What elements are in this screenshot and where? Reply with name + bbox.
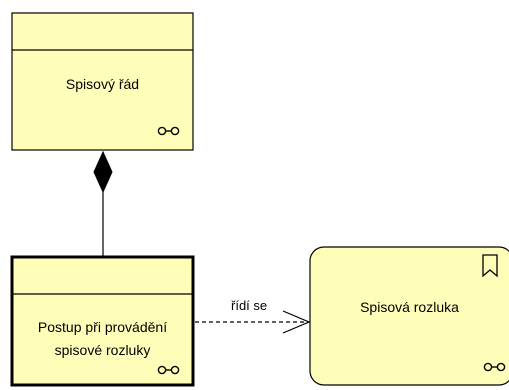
node-label-postup-line1: Postup při provádění bbox=[37, 319, 168, 335]
node-label-postup-line2: spisové rozluky bbox=[54, 342, 151, 358]
node-postup[interactable] bbox=[10, 255, 195, 387]
dashed-arrow-edge[interactable] bbox=[195, 310, 311, 334]
node-label-spisovy-rad: Spisový řád bbox=[65, 76, 140, 92]
node-spisovy-rad[interactable] bbox=[11, 12, 194, 151]
edge-label-ridi-se: řídí se bbox=[231, 298, 268, 313]
meaning-icon bbox=[157, 126, 180, 136]
meaning-icon bbox=[157, 365, 180, 375]
node-label-spisova-rozluka: Spisová rozluka bbox=[360, 299, 459, 315]
composition-diamond bbox=[93, 150, 113, 194]
composition-edge[interactable] bbox=[93, 150, 113, 257]
node-spisova-rozluka[interactable] bbox=[309, 246, 509, 386]
bookmark-icon bbox=[482, 254, 498, 278]
open-arrowhead bbox=[282, 310, 311, 334]
meaning-icon bbox=[483, 362, 506, 372]
